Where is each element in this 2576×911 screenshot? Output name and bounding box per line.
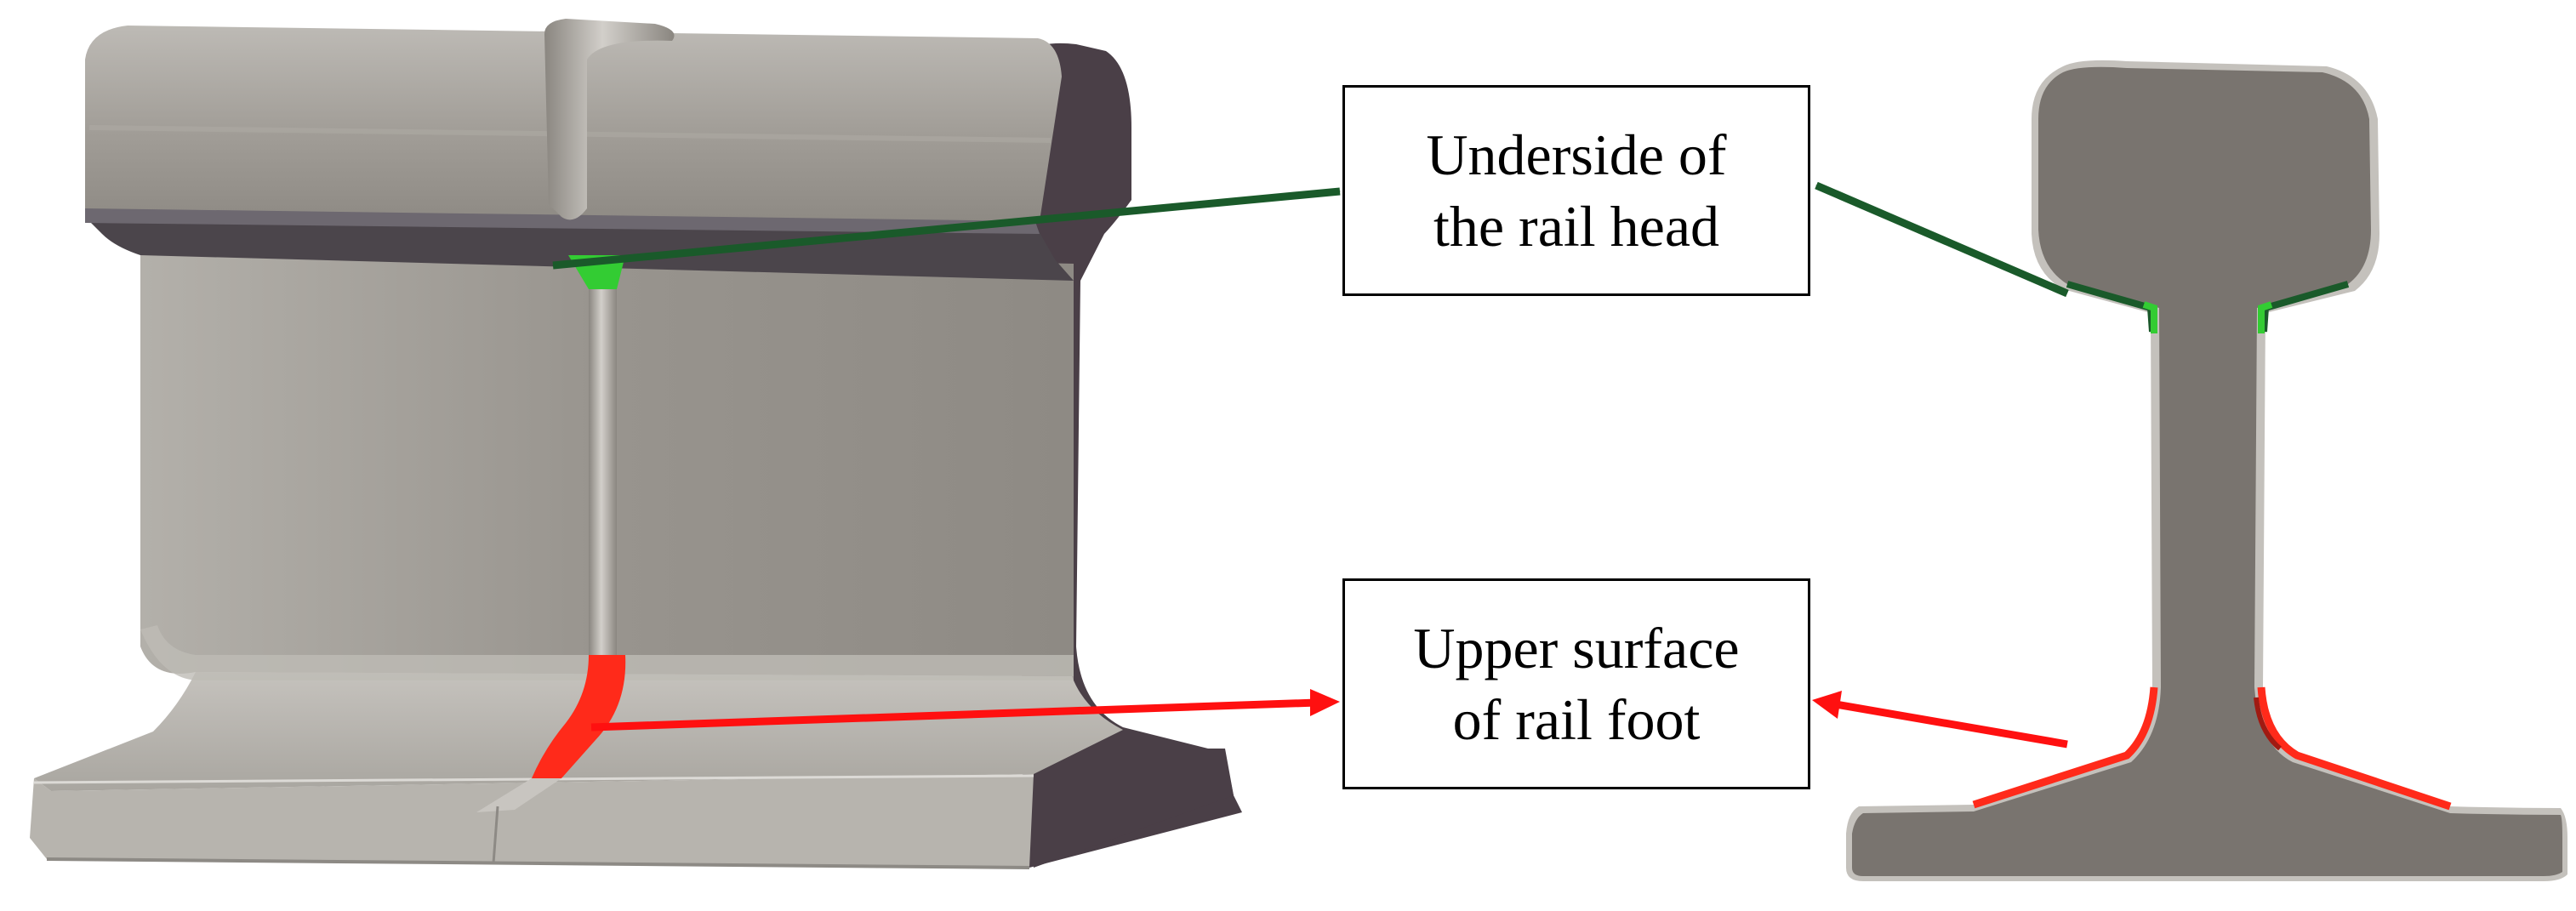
weld-bead-head: [544, 19, 675, 220]
label-rail-head: Underside of the rail head: [1342, 85, 1810, 296]
section-body: [1852, 66, 2562, 877]
arrow-foot-section: [1835, 700, 2068, 749]
label-rail-foot: Upper surface of rail foot: [1342, 578, 1810, 789]
label-rail-foot-line1: Upper surface: [1413, 616, 1740, 680]
rail-foot-highlight: [532, 655, 626, 778]
arrow-foot-section-head: [1812, 691, 1842, 719]
arrow-foot-3d: [590, 698, 1318, 732]
leader-arrows: [552, 181, 2069, 749]
weld-bead-web: [589, 270, 617, 655]
section-foot-highlight-left: [1972, 686, 2158, 809]
label-rail-foot-line2: of rail foot: [1452, 687, 1701, 752]
rail-foot-front: [30, 774, 1034, 868]
label-rail-head-line2: the rail head: [1433, 194, 1720, 259]
arrow-head-section: [1815, 181, 2069, 298]
rail-3d-view: [30, 19, 1242, 869]
arrow-foot-3d-head: [1310, 689, 1340, 716]
arrow-head-3d: [552, 187, 1341, 270]
section-foot-highlight-right: [2257, 686, 2452, 811]
label-rail-head-line1: Underside of: [1426, 122, 1727, 187]
rail-cross-section: [1846, 60, 2567, 882]
